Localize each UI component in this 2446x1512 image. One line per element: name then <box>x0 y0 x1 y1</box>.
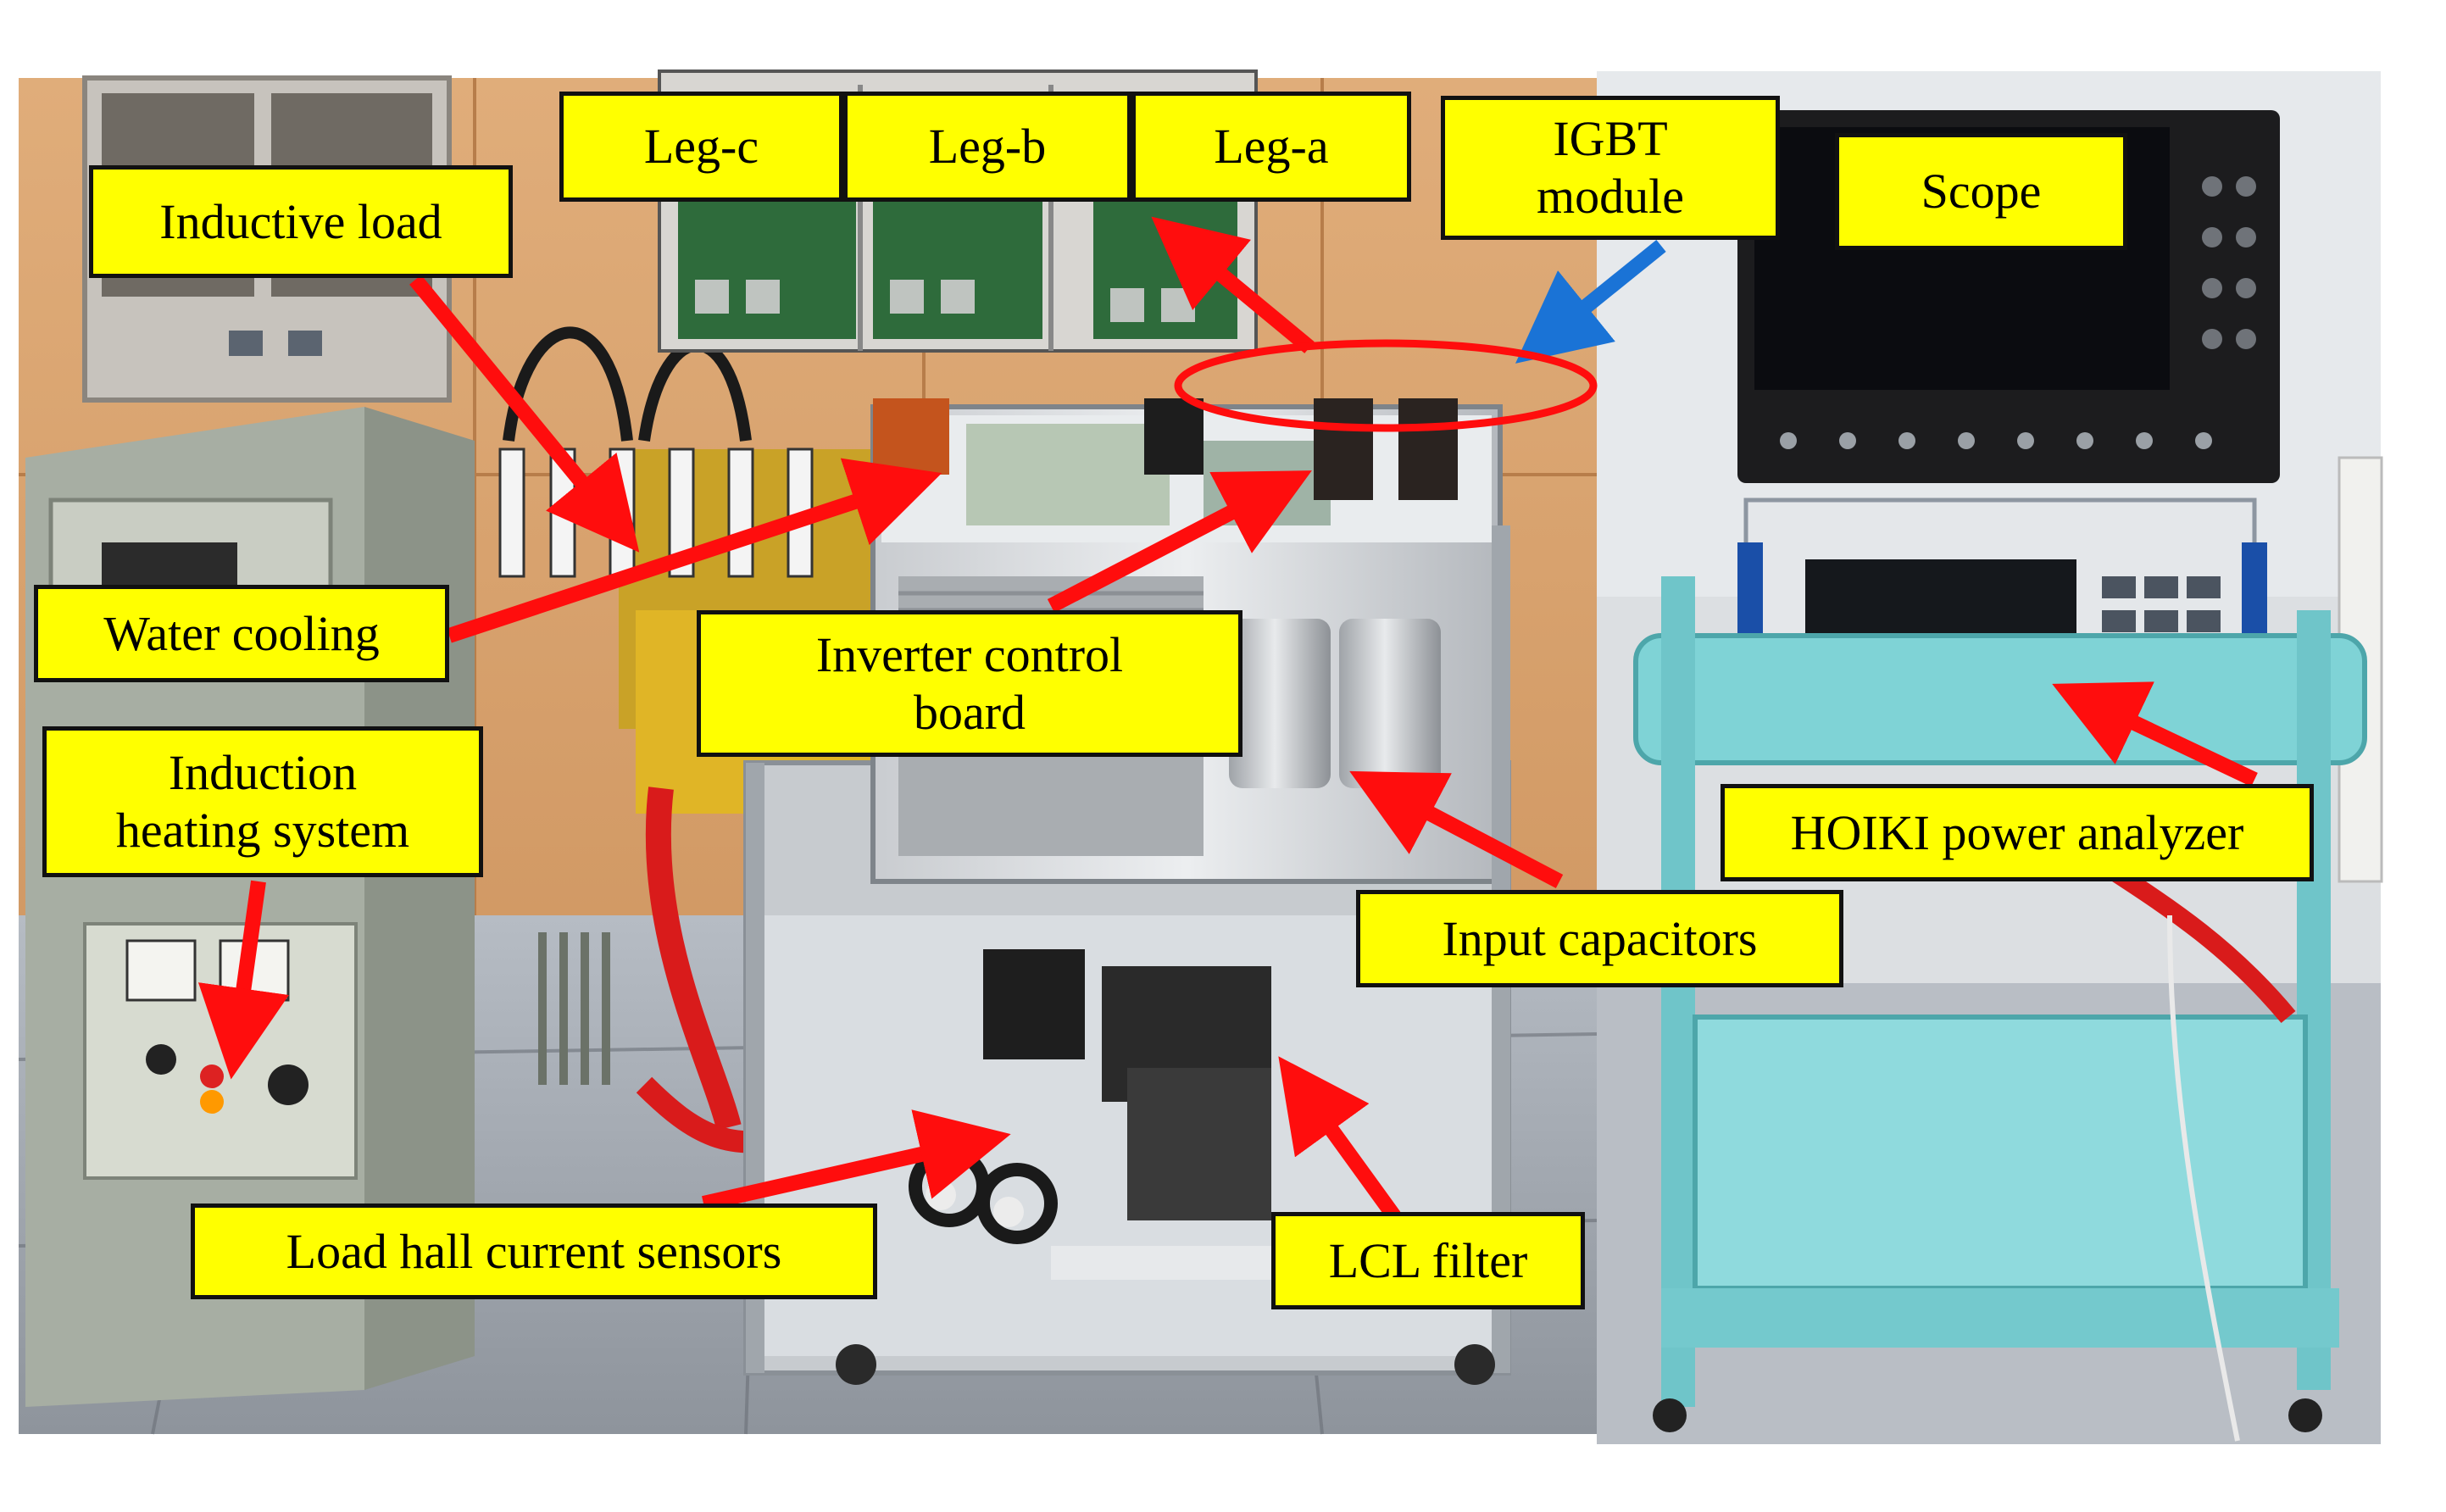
annotation-arrows <box>197 216 2258 1221</box>
label-input-capacitors: Input capacitors <box>1356 890 1843 987</box>
label-lcl-filter: LCL filter <box>1271 1212 1585 1309</box>
arrow-power-analyzer <box>2052 681 2258 787</box>
label-igbt-module: IGBT module <box>1441 96 1780 240</box>
arrow-leg-a <box>1151 216 1315 353</box>
label-load-hall-current-sensors: Load hall current sensors <box>191 1203 877 1299</box>
arrow-input-capacitors <box>1349 770 1564 888</box>
arrow-water-cooling <box>447 458 942 643</box>
label-water-cooling: Water cooling <box>34 585 449 682</box>
right-photo <box>1597 71 2383 1444</box>
label-hoiki-power-analyzer: HOIKI power analyzer <box>1721 784 2314 881</box>
arrow-induction-heating <box>197 880 289 1080</box>
arrow-lcl-filter <box>1278 1056 1401 1221</box>
label-scope: Scope <box>1835 133 2127 250</box>
label-inverter-control-board: Inverter control board <box>697 610 1242 757</box>
arrow-inductive-load <box>409 275 640 553</box>
label-inductive-load: Inductive load <box>89 165 513 278</box>
arrow-hall-sensors <box>702 1109 1011 1211</box>
label-leg-b: Leg-b <box>843 92 1131 202</box>
teal-cart <box>1633 576 2367 1432</box>
igbt-highlight-ellipse <box>1174 339 1598 432</box>
left-photo <box>18 69 1598 1435</box>
label-leg-a: Leg-a <box>1131 92 1411 202</box>
label-leg-c: Leg-c <box>559 92 843 202</box>
label-induction-heating-system: Induction heating system <box>42 726 483 877</box>
arrow-inverter-control <box>1047 470 1312 613</box>
arrow-igbt-module <box>1515 239 1666 364</box>
